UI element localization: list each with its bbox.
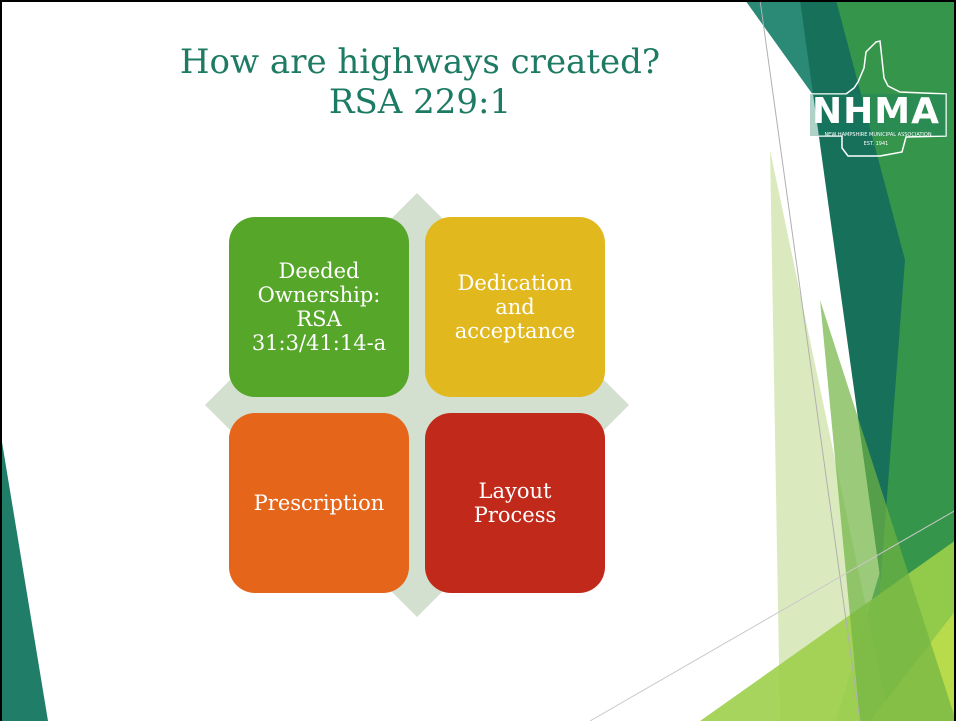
title-line-1: How are highways created?: [179, 42, 661, 82]
cell-1-line-1: Deeded: [278, 259, 360, 283]
logo-established: EST. 1941: [863, 141, 889, 147]
state-outline-icon: [809, 40, 947, 157]
cell-3-line-1: Prescription: [253, 491, 385, 515]
cell-1-line-2: Ownership:: [257, 283, 381, 307]
cell-1-line-3: RSA: [296, 307, 342, 331]
logo-subtitle: NEW HAMPSHIRE MUNICIPAL ASSOCIATION: [824, 132, 932, 138]
cell-2-line-3: acceptance: [454, 319, 576, 343]
thin-line-1: [759, 0, 861, 721]
left-accent-shape: [0, 430, 48, 721]
matrix-cell-dedication-acceptance: Dedication and acceptance: [425, 217, 605, 397]
right-mid-wedge: [820, 300, 956, 721]
thin-line-2: [589, 509, 956, 721]
matrix-cell-layout-process: Layout Process: [425, 413, 605, 593]
slide-title: How are highways created? RSA 229:1: [100, 42, 740, 122]
title-line-2: RSA 229:1: [328, 82, 512, 122]
cell-4-line-1: Layout: [478, 479, 552, 503]
cell-4-line-2: Process: [473, 503, 557, 527]
cell-2-line-2: and: [495, 295, 535, 319]
cell-1-line-4: 31:3/41:14-a: [251, 331, 387, 355]
matrix-cell-deeded-ownership: Deeded Ownership: RSA 31:3/41:14-a: [229, 217, 409, 397]
matrix-cell-prescription: Prescription: [229, 413, 409, 593]
right-panel-green: [836, 0, 956, 721]
cell-2-line-1: Dedication: [457, 271, 573, 295]
logo-wordmark: NHMA: [812, 91, 940, 132]
nhma-logo: NHMA NEW HAMPSHIRE MUNICIPAL ASSOCIATION…: [806, 38, 948, 176]
